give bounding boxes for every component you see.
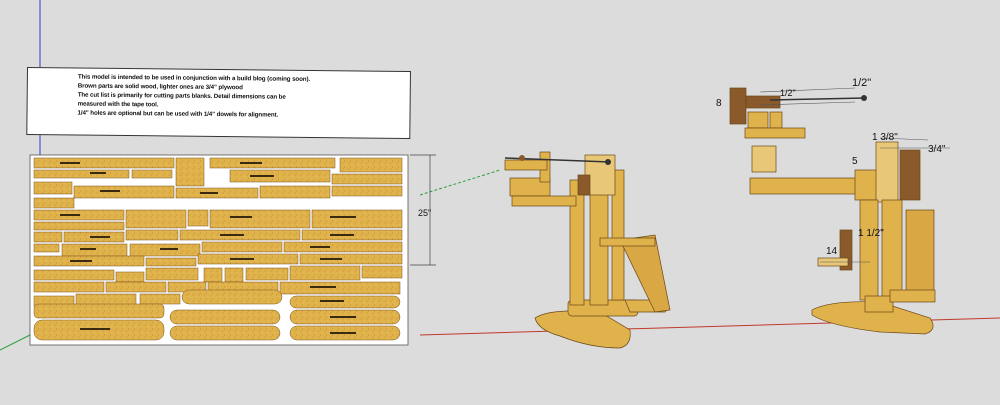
dim-three-quarter: 3/4" [928, 144, 946, 155]
dim-label-5: 5 [852, 156, 858, 167]
dim-label-1-1-2: 1 1/2" [858, 228, 884, 239]
green-axis-dashed [419, 169, 501, 196]
dim-top-half-inch-2: 1/2" [780, 88, 796, 98]
part-labels [60, 162, 356, 334]
dim-one-three-eighths: 1 3/8" [872, 132, 898, 143]
dim-top-half-inch: 1/2" [852, 77, 871, 89]
sheet-height-label: 25" [418, 208, 431, 218]
dim-label-8: 8 [716, 98, 722, 109]
dim-label-14: 14 [826, 246, 838, 257]
sheet-height-dimension [410, 154, 436, 266]
green-axis [0, 334, 31, 351]
